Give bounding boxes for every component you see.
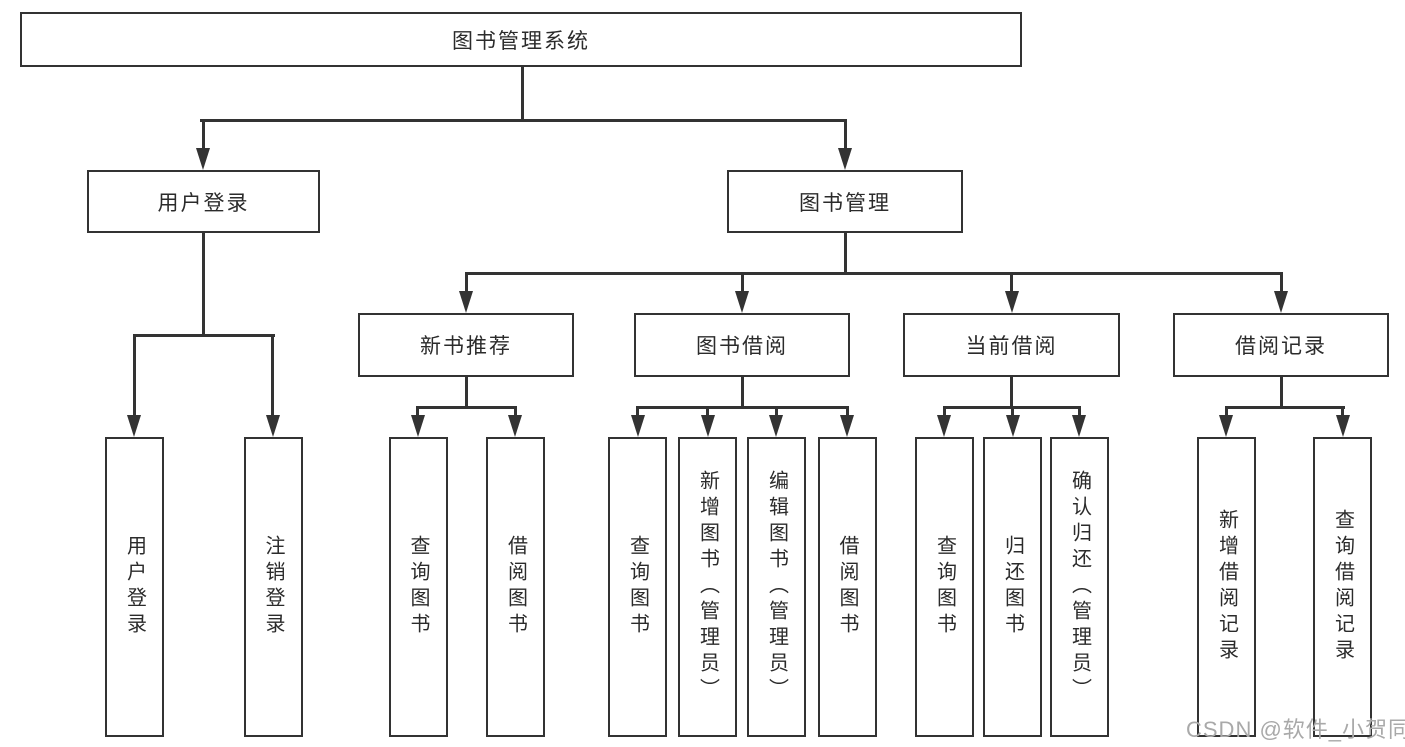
connector-arrow-book-borrow	[735, 273, 749, 313]
connector-borrow-records-rail	[1224, 405, 1345, 409]
connector-arrow-leaf	[840, 407, 854, 437]
leaf-label: 查询图书	[407, 535, 429, 639]
node-current-borrowing: 当前借阅	[903, 313, 1120, 377]
node-user-login-leaf: 用户登录	[105, 437, 164, 737]
leaf-label: 用户登录	[123, 535, 146, 639]
node-return-books: 归还图书	[983, 437, 1042, 737]
leaf-label: 新增图书（管理员）	[696, 470, 719, 704]
connector-arrow-leaf	[1072, 407, 1086, 437]
node-borrowing-records: 借阅记录	[1173, 313, 1389, 377]
leaf-label: 新增借阅记录	[1215, 509, 1238, 665]
node-book-management: 图书管理	[727, 170, 963, 233]
node-edit-books-admin: 编辑图书（管理员）	[747, 437, 806, 737]
node-logout-leaf: 注销登录	[243, 437, 303, 737]
leaf-label: 归还图书	[1001, 535, 1024, 639]
node-add-borrow-record: 新增借阅记录	[1197, 437, 1256, 737]
connector-arrow-leaf	[508, 407, 522, 437]
connector-user-login-rail	[132, 333, 275, 337]
connector-arrow-leaf	[1219, 407, 1233, 437]
connector-book-borrow-stem	[740, 377, 744, 407]
connector-borrow-records-stem	[1279, 377, 1283, 407]
connector-level1-rail	[200, 118, 847, 122]
connector-arrow-leaf	[630, 407, 645, 437]
connector-arrow-leaf	[937, 407, 951, 437]
connector-arrow-login-leaf	[127, 335, 141, 437]
leaf-label: 查询借阅记录	[1331, 509, 1354, 665]
leaf-label: 查询图书	[626, 535, 649, 639]
leaf-label: 借阅图书	[504, 535, 527, 639]
leaf-label: 借阅图书	[836, 535, 858, 639]
connector-book-management-stem	[843, 233, 847, 273]
connector-arrow-logout-leaf	[265, 335, 280, 437]
connector-new-books-rail	[416, 405, 517, 409]
node-confirm-return-admin: 确认归还（管理员）	[1050, 437, 1109, 737]
connector-current-borrow-stem	[1010, 377, 1013, 407]
node-query-books: 查询图书	[608, 437, 667, 737]
node-add-books-admin: 新增图书（管理员）	[678, 437, 737, 737]
connector-arrow-borrow-records	[1274, 273, 1288, 313]
leaf-label: 编辑图书（管理员）	[765, 470, 788, 704]
connector-root-stem	[520, 67, 524, 120]
node-query-books: 查询图书	[915, 437, 974, 737]
node-borrow-books: 借阅图书	[817, 437, 877, 737]
connector-book-borrow-rail	[636, 405, 849, 409]
connector-arrow-leaf	[1335, 407, 1350, 437]
node-book-borrowing: 图书借阅	[634, 313, 850, 377]
node-library-management-system: 图书管理系统	[20, 12, 1022, 67]
connector-arrow-leaf	[410, 407, 425, 437]
node-user-login: 用户登录	[87, 170, 320, 233]
connector-level3-rail	[464, 271, 1283, 275]
connector-new-books-stem	[464, 377, 468, 407]
node-query-books: 查询图书	[388, 437, 448, 737]
connector-arrow-book-management	[838, 120, 852, 170]
leaf-label: 确认归还（管理员）	[1068, 470, 1091, 704]
csdn-watermark: CSDN @软件_小贺同学	[1186, 717, 1405, 742]
node-query-borrow-record: 查询借阅记录	[1313, 437, 1372, 737]
connector-arrow-leaf	[1005, 407, 1020, 437]
leaf-label: 注销登录	[262, 535, 284, 639]
connector-arrow-user-login	[196, 120, 210, 170]
leaf-label: 查询图书	[933, 535, 956, 639]
connector-arrow-current-borrow	[1004, 273, 1019, 313]
connector-arrow-new-books	[459, 273, 473, 313]
connector-user-login-stem	[201, 233, 205, 335]
node-new-book-recommendation: 新书推荐	[358, 313, 574, 377]
node-borrow-books: 借阅图书	[486, 437, 545, 737]
connector-arrow-leaf	[700, 407, 715, 437]
connector-arrow-leaf	[769, 407, 783, 437]
